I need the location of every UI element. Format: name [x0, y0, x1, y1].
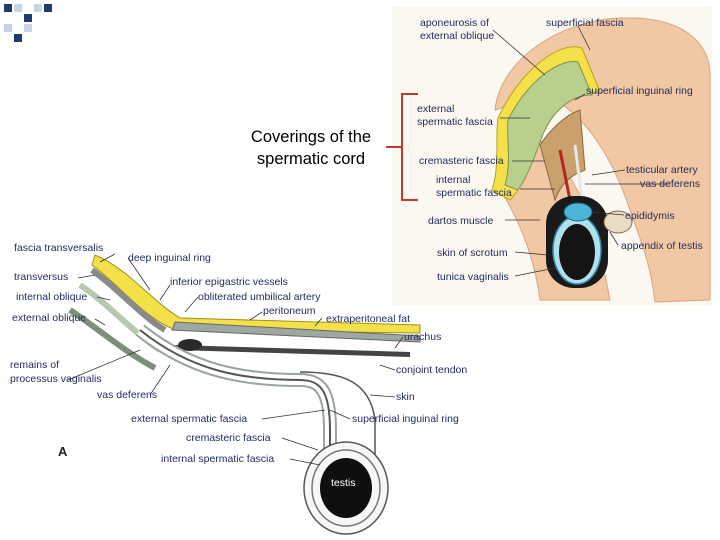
label-urachus: urachus [404, 331, 441, 343]
label-cremasteric-left: cremasteric fascia [186, 432, 271, 444]
label-inferior-epigastric: inferior epigastric vessels [170, 276, 288, 288]
testis-shape-left [320, 458, 372, 518]
label-cremasteric-right: cremasteric fascia [419, 155, 504, 167]
label-testicular-artery: testicular artery [626, 164, 699, 176]
cord-outer-line [299, 371, 376, 470]
slide-title-line2: spermatic cord [256, 150, 366, 168]
decor-square [24, 14, 32, 22]
label-extraperitoneal-fat: extraperitoneal fat [326, 313, 410, 325]
corner-decoration [0, 0, 60, 48]
coverings-bracket [386, 93, 418, 201]
external-oblique-layer [68, 307, 157, 371]
right-leader-lines [492, 25, 670, 277]
label-appendix-testis: appendix of testis [621, 240, 703, 252]
testicular-artery-line [558, 149, 572, 201]
label-superficial-inguinal-ring-left: superficial inguinal ring [352, 413, 459, 425]
label-external-spermatic-left: external spermatic fascia [131, 413, 247, 425]
slide-title-line1: Coverings of the [250, 128, 372, 146]
decor-square [4, 24, 12, 32]
right-figure-scrotum-cross-section: aponeurosis of external oblique superfic… [392, 6, 712, 306]
label-external-spermatic-line2: spermatic fascia [417, 116, 493, 128]
label-remains-line2: processus vaginalis [10, 373, 102, 385]
label-fascia-transversalis: fascia transversalis [14, 242, 103, 254]
vas-deferens-line [573, 144, 584, 201]
cord-inner-line [139, 329, 331, 470]
label-external-oblique: external oblique [12, 312, 86, 324]
decor-square [14, 34, 22, 42]
transversus-layer [90, 267, 167, 333]
label-external-spermatic-line1: external [417, 103, 454, 115]
label-epididymis: epididymis [625, 210, 675, 222]
label-internal-oblique: internal oblique [16, 291, 87, 303]
decor-square [44, 4, 52, 12]
decor-square [24, 24, 32, 32]
left-figure-inguinal-canal: testis A fascia transversalis deep ingui… [10, 242, 467, 535]
decor-square [4, 4, 12, 12]
label-internal-spermatic-left: internal spermatic fascia [161, 453, 274, 465]
label-vas-deferens-left: vas deferens [97, 389, 157, 401]
peritoneum-layer [171, 321, 421, 343]
extraperitoneal-fat-layer [91, 254, 421, 334]
left-leader-lines [67, 253, 404, 466]
label-remains-line1: remains of [10, 359, 59, 371]
label-conjoint-tendon: conjoint tendon [396, 364, 467, 376]
label-tunica-vaginalis: tunica vaginalis [437, 271, 509, 283]
label-obliterated-artery: obliterated umbilical artery [198, 291, 321, 303]
epididymis-shape [563, 202, 593, 222]
label-skin-of-scrotum: skin of scrotum [437, 247, 508, 259]
label-aponeurosis-line2: external oblique [420, 30, 494, 42]
scrotal-sac-middle [311, 449, 381, 527]
slide-title: Coverings of the spermatic cord [236, 126, 386, 170]
decor-square [34, 4, 42, 12]
label-deep-inguinal-ring: deep inguinal ring [128, 252, 211, 264]
label-internal-spermatic-line2: spermatic fascia [436, 187, 512, 199]
testis-shape-right [559, 224, 595, 280]
label-vas-deferens-right: vas deferens [640, 178, 700, 190]
label-transversus: transversus [14, 271, 68, 283]
vessels-shape [178, 339, 202, 351]
label-internal-spermatic-line1: internal [436, 174, 470, 186]
label-testis: testis [331, 477, 356, 489]
decor-square [14, 4, 22, 12]
label-dartos: dartos muscle [428, 215, 494, 227]
cremasteric-layer [504, 61, 593, 191]
label-superficial-inguinal-ring-right: superficial inguinal ring [586, 85, 693, 97]
label-skin: skin [396, 391, 415, 403]
urachus-band [175, 345, 410, 357]
label-peritoneum: peritoneum [263, 305, 316, 317]
label-aponeurosis-line1: aponeurosis of [420, 17, 489, 29]
appendix-shape [603, 210, 633, 234]
panel-letter: A [58, 444, 68, 459]
label-superficial-fascia: superficial fascia [546, 17, 624, 29]
